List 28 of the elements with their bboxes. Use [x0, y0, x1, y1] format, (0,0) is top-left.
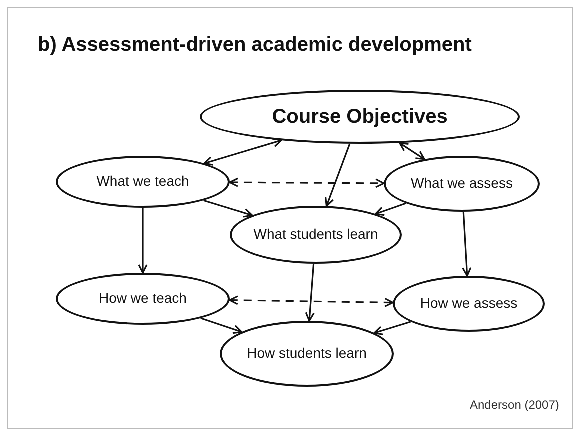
- ellipse-node: [56, 156, 230, 208]
- node-text: Course Objectives: [272, 104, 448, 130]
- arrow: [229, 178, 385, 188]
- arrow: [138, 208, 148, 274]
- ellipse-node: [393, 276, 545, 332]
- citation: Anderson (2007): [470, 398, 560, 412]
- ellipse-node: [200, 90, 520, 144]
- ellipse-node: [220, 321, 394, 387]
- arrow: [204, 138, 282, 166]
- node-text: What we assess: [411, 175, 513, 193]
- node-text: What we teach: [96, 173, 190, 191]
- node-text: How students learn: [247, 345, 367, 363]
- arrow: [229, 296, 394, 308]
- ellipse-node: [384, 156, 540, 212]
- arrow: [462, 212, 472, 277]
- arrow: [374, 202, 406, 216]
- arrow: [200, 318, 243, 334]
- arrow: [324, 144, 351, 208]
- arrow: [374, 321, 411, 336]
- ellipse-node: [56, 273, 230, 325]
- node-text: How we assess: [420, 295, 518, 313]
- ellipse-node: [230, 206, 402, 264]
- node-text: How we teach: [99, 290, 187, 308]
- node-text: What students learn: [254, 226, 378, 244]
- arrow: [399, 142, 426, 160]
- arrow: [305, 264, 315, 322]
- title: b) Assessment-driven academic development: [38, 34, 472, 57]
- arrow: [204, 200, 254, 218]
